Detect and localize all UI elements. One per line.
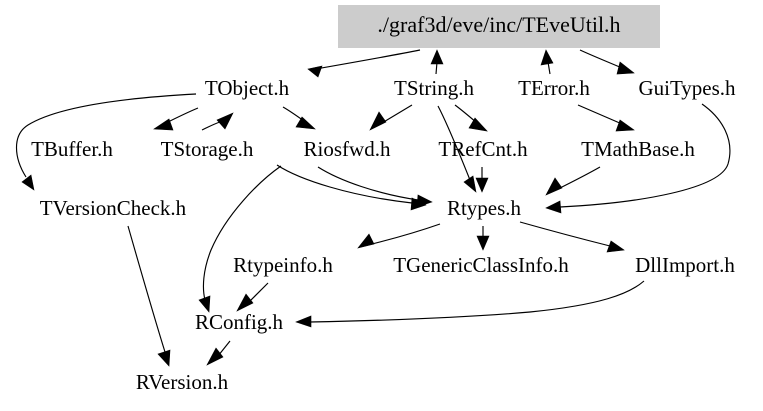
node-tgenericclassinfo[interactable]: TGenericClassInfo.h [393, 253, 569, 277]
edge-tobject-to-tbuffer [153, 107, 199, 131]
node-tmathbase[interactable]: TMathBase.h [581, 137, 695, 161]
edge-rtypes-to-tgenericclassinfo [476, 226, 490, 251]
edge-tversioncheck-to-rversion [127, 225, 171, 367]
edge-trefcnt-to-rtypes [475, 167, 489, 193]
edge-tstring-to-trefcnt [454, 104, 488, 132]
edge-rconfig-to-rversion [206, 340, 231, 366]
edge-tmathbase-to-rtypes [545, 166, 601, 196]
edge-rtypeinfo-to-rconfig [236, 282, 269, 312]
node-rconfig[interactable]: RConfig.h [195, 310, 284, 334]
edge-dllimport-to-rconfig [295, 280, 645, 328]
edge-layer [16, 49, 731, 367]
edge-tstorage-to-rconfig [198, 165, 282, 313]
node-terror[interactable]: TError.h [518, 76, 590, 100]
node-trefcnt[interactable]: TRefCnt.h [438, 137, 528, 161]
edge-tstring-to-rtypes [437, 105, 477, 193]
node-tstorage[interactable]: TStorage.h [161, 137, 254, 161]
node-tversioncheck[interactable]: TVersionCheck.h [40, 196, 187, 220]
node-tbuffer[interactable]: TBuffer.h [31, 137, 113, 161]
node-guitypes[interactable]: GuiTypes.h [638, 76, 736, 100]
node-dllimport[interactable]: DllImport.h [635, 253, 735, 277]
edge-tstorage-to-rtypes [276, 164, 427, 211]
edge-root-to-tobject [307, 49, 421, 78]
edge-terror-to-tmathbase [577, 104, 635, 132]
edge-rtypes-to-rtypeinfo [357, 223, 441, 249]
node-rtypeinfo[interactable]: Rtypeinfo.h [233, 253, 333, 277]
edge-guitypes-to-rtypes [545, 103, 731, 214]
node-riosfwd[interactable]: Riosfwd.h [304, 137, 391, 161]
node-rtypes[interactable]: Rtypes.h [447, 196, 522, 220]
edge-root-to-guitypes [579, 49, 635, 75]
edge-tobject-to-riosfwd [282, 106, 316, 130]
node-root[interactable]: ./graf3d/eve/inc/TEveUtil.h [377, 12, 620, 37]
root-node-box [338, 5, 660, 48]
edge-tstring-to-root [430, 49, 444, 75]
edge-rtypes-to-dllimport [519, 221, 625, 253]
edge-terror-to-root [540, 49, 554, 75]
node-tobject[interactable]: TObject.h [205, 76, 290, 100]
edge-tstring-to-riosfwd [369, 104, 413, 131]
edge-tobject-to-tversioncheck [16, 93, 197, 191]
node-tstring[interactable]: TString.h [394, 76, 474, 100]
node-rversion[interactable]: RVersion.h [136, 370, 229, 394]
node-label-layer: ./graf3d/eve/inc/TEveUtil.h TObject.h TS… [31, 12, 736, 394]
edge-tobject-to-tstorage [201, 112, 234, 131]
